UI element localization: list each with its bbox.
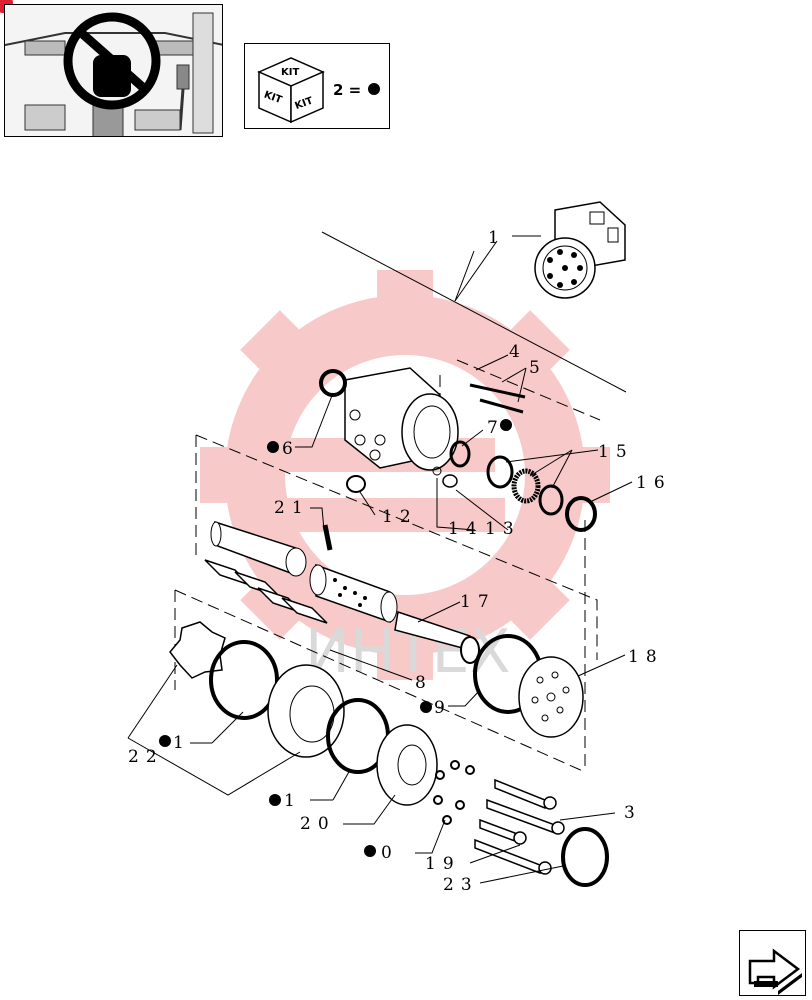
kit-box-icon: KIT KIT KIT 2 = — [257, 57, 380, 124]
callout-19: 19 — [425, 854, 461, 874]
next-page-arrow-icon — [748, 948, 802, 995]
watermark-text: ИНТЕХ — [305, 617, 511, 687]
star-rotor-part — [169, 621, 226, 679]
callout-13: 13 — [485, 519, 521, 539]
callout-4: 4 — [509, 342, 527, 362]
callout-9: 9 — [434, 698, 452, 718]
kit-legend: KIT KIT KIT 2 = — [244, 43, 390, 129]
callout-17: 17 — [460, 592, 496, 612]
bullet-9-icon — [420, 701, 432, 713]
callout-5: 5 — [529, 358, 547, 378]
bullet-6-icon — [267, 441, 279, 453]
callout-14: 14 — [448, 519, 484, 539]
callout-18: 18 — [628, 647, 664, 667]
callout-20: 20 — [300, 814, 336, 834]
callout-11a: 1 — [173, 733, 191, 753]
callout-21: 21 — [274, 498, 310, 518]
callout-12: 12 — [382, 507, 418, 527]
callout-3: 3 — [624, 803, 642, 823]
kit-top-text: KIT — [281, 67, 299, 78]
callout-23: 23 — [443, 875, 479, 895]
tractor-cab-steering-wheel-icon — [5, 5, 222, 136]
callout-16: 16 — [636, 473, 672, 493]
callout-10: 0 — [381, 843, 399, 863]
callout-22: 22 — [128, 747, 164, 767]
callout-15: 15 — [598, 442, 634, 462]
bullet-10-icon — [364, 845, 376, 857]
cab-thumbnail[interactable] — [4, 4, 223, 137]
kit-equation: 2 = — [333, 81, 361, 99]
bullet-7-icon — [500, 419, 512, 431]
valve-housing-part — [344, 367, 459, 471]
callout-6: 6 — [282, 439, 300, 459]
sleeve-part — [309, 563, 398, 624]
callout-1: 1 — [488, 228, 506, 248]
bullet-11b-icon — [269, 794, 281, 806]
spool-shaft-part — [210, 520, 307, 577]
next-page-button[interactable] — [739, 930, 806, 996]
steering-unit-part — [534, 201, 626, 299]
filled-circle-icon — [368, 83, 380, 95]
callout-7: 7 — [487, 418, 505, 438]
watermark-gear-icon — [200, 270, 610, 680]
bullet-11a-icon — [159, 735, 171, 747]
callout-11b: 1 — [284, 791, 302, 811]
callout-8: 8 — [415, 673, 433, 693]
